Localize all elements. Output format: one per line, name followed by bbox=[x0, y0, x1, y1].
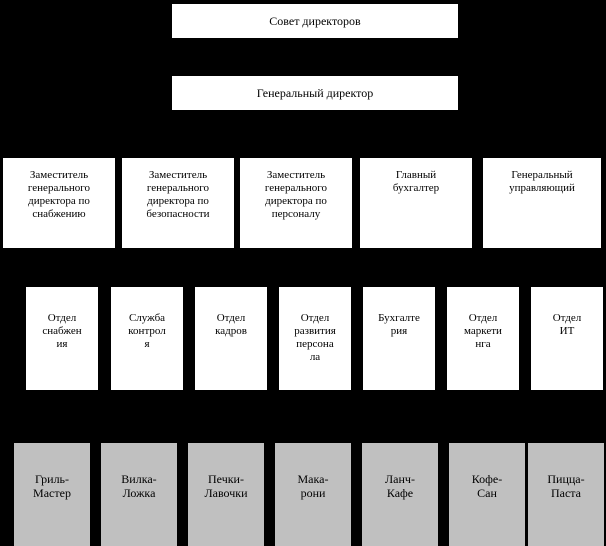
org-node-label: Гриль- Мастер bbox=[33, 472, 71, 501]
org-node-label: Совет директоров bbox=[269, 13, 361, 28]
org-node-label: Отдел снабжен ия bbox=[42, 312, 82, 350]
org-node-label: Главный бухгалтер bbox=[392, 169, 440, 194]
org-node-brands: Пицца- Паста bbox=[528, 443, 604, 546]
org-node-label: Печки- Лавочки bbox=[204, 472, 248, 501]
org-node-label: Пицца- Паста bbox=[547, 472, 585, 501]
org-node-label: Ланч- Кафе bbox=[385, 472, 415, 501]
org-node-brands: Печки- Лавочки bbox=[188, 443, 264, 546]
org-node-label: Отдел кадров bbox=[215, 312, 247, 337]
org-node-brands: Ланч- Кафе bbox=[362, 443, 438, 546]
org-node-executives: Генеральный управляющий bbox=[483, 158, 601, 248]
org-node-label: Служба контрол я bbox=[128, 312, 166, 350]
org-node-departments: Бухгалте рия bbox=[363, 287, 435, 390]
org-node-executives: Заместитель генерального директора по сн… bbox=[3, 158, 115, 248]
org-node-departments: Служба контрол я bbox=[111, 287, 183, 390]
org-node-label: Заместитель генерального директора по сн… bbox=[27, 169, 91, 220]
org-node-departments: Отдел снабжен ия bbox=[26, 287, 98, 390]
org-node-brands: Мака- рони bbox=[275, 443, 351, 546]
org-node-departments: Отдел ИТ bbox=[531, 287, 603, 390]
org-node-executives: Заместитель генерального директора по пе… bbox=[240, 158, 352, 248]
org-node-general-director: Генеральный директор bbox=[172, 76, 458, 110]
org-node-label: Кофе- Сан bbox=[471, 472, 503, 501]
org-node-label: Вилка- Ложка bbox=[121, 472, 157, 501]
org-node-brands: Гриль- Мастер bbox=[14, 443, 90, 546]
org-node-executives: Главный бухгалтер bbox=[360, 158, 472, 248]
org-node-label: Отдел развития персона ла bbox=[294, 312, 336, 363]
org-node-departments: Отдел маркети нга bbox=[447, 287, 519, 390]
org-node-label: Генеральный управляющий bbox=[509, 169, 575, 194]
org-node-label: Отдел ИТ bbox=[552, 312, 582, 337]
org-node-label: Заместитель генерального директора по бе… bbox=[146, 169, 210, 220]
org-node-departments: Отдел кадров bbox=[195, 287, 267, 390]
org-node-executives: Заместитель генерального директора по бе… bbox=[122, 158, 234, 248]
org-node-label: Бухгалте рия bbox=[378, 312, 420, 337]
org-node-board: Совет директоров bbox=[172, 4, 458, 38]
org-node-brands: Вилка- Ложка bbox=[101, 443, 177, 546]
org-node-label: Отдел маркети нга bbox=[464, 312, 502, 350]
org-node-departments: Отдел развития персона ла bbox=[279, 287, 351, 390]
org-node-label: Мака- рони bbox=[297, 472, 329, 501]
org-node-label: Заместитель генерального директора по пе… bbox=[264, 169, 328, 220]
org-node-label: Генеральный директор bbox=[256, 85, 374, 100]
org-node-brands: Кофе- Сан bbox=[449, 443, 525, 546]
